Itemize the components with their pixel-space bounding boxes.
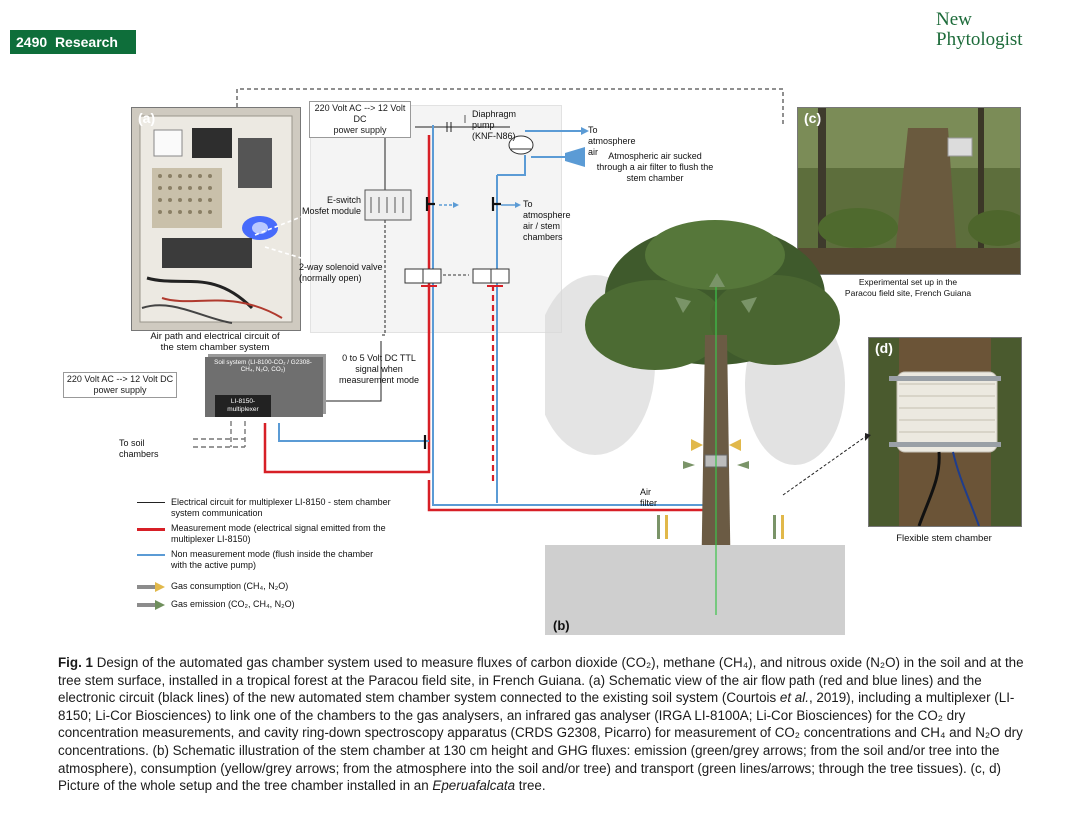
pump-label: Diaphragm pump (KNF-N86): [472, 109, 517, 141]
journal-logo-line1: New: [936, 9, 972, 30]
tree-illustration: [545, 220, 845, 635]
schematic-lines: [193, 88, 871, 512]
journal-logo: New Phytologist: [936, 10, 1023, 50]
multiplexer-box: LI-8150- multiplexer: [215, 395, 271, 417]
panel-d-caption: Flexible stem chamber: [896, 533, 992, 544]
legend-text-consumption: Gas consumption (CH₄, N₂O): [171, 581, 289, 591]
psu-left-line2: power supply: [93, 385, 147, 395]
legend-text-flush: Non measurement mode (flush inside the c…: [171, 549, 373, 571]
legend-electrical-line2: system communication: [171, 508, 263, 518]
atm-sucked-line3: stem chamber: [626, 173, 684, 183]
caption-species: Eperuafalcata: [432, 778, 516, 794]
legend-text-measurement: Measurement mode (electrical signal emit…: [171, 523, 386, 545]
panel-c-caption-line1: Experimental set up in the: [858, 277, 958, 287]
legend: Electrical circuit for multiplexer LI-81…: [137, 497, 457, 617]
legend-flush-line1: Non measurement mode (flush inside the c…: [171, 549, 374, 559]
legend-measurement-line1: Measurement mode (electrical signal emit…: [171, 523, 386, 533]
solenoid-line2: (normally open): [299, 273, 362, 283]
journal-logo-line2: Phytologist: [936, 29, 1023, 50]
eswitch-line2: Mosfet module: [301, 206, 361, 216]
to-atmosphere-stem-label: To atmosphere air / stem chambers: [523, 199, 571, 242]
multiplexer-line2: multiplexer: [227, 406, 259, 413]
psu-top-line1: 220 Volt AC --> 12 Volt DC: [314, 103, 406, 124]
caption-part3: tree.: [515, 778, 546, 794]
panel-a-caption-line1: Air path and electrical circuit of: [150, 331, 280, 342]
multiplexer-line1: LI-8150-: [230, 398, 256, 405]
legend-item-consumption: Gas consumption (CH₄, N₂O): [137, 581, 457, 599]
psu-top-line2: power supply: [333, 125, 387, 135]
atmospheric-air-sucked-label: Atmospheric air sucked through a air fil…: [585, 151, 725, 184]
legend-measurement-line2: multiplexer LI-8150): [171, 534, 251, 544]
panel-a-caption: Air path and electrical circuit of the s…: [115, 331, 315, 353]
legend-text-electrical: Electrical circuit for multiplexer LI-81…: [171, 497, 391, 519]
to-soil-chambers-label: To soil chambers: [119, 438, 159, 459]
caption-fig-label: Fig. 1: [58, 655, 93, 670]
ttl-signal-label: 0 to 5 Volt DC TTL signal when measureme…: [327, 353, 431, 386]
atm-sucked-line2: through a air filter to flush the: [596, 162, 714, 172]
panel-d-label: (d): [875, 340, 893, 356]
legend-item-flush: Non measurement mode (flush inside the c…: [137, 549, 457, 581]
page-number: 2490: [16, 34, 48, 50]
stem-chamber-photo: [869, 338, 1021, 526]
caption-part2: , 2019), including a multiplexer (LI-815…: [58, 690, 1023, 794]
soil-system-label: Soil system (LI-8100-CO₂ / G2308-CH₄, N₂…: [214, 359, 312, 373]
legend-flush-line2: with the active pump): [171, 560, 257, 570]
soil-system-box: Soil system (LI-8100-CO₂ / G2308-CH₄, N₂…: [205, 357, 323, 417]
eswitch-label: E-switch Mosfet module: [295, 195, 361, 217]
legend-text-emission: Gas emission (CO₂, CH₄, N₂O): [171, 599, 295, 609]
legend-item-electrical: Electrical circuit for multiplexer LI-81…: [137, 497, 457, 523]
psu-left-box: 220 Volt AC --> 12 Volt DC power supply: [63, 372, 177, 398]
solenoid-valve-label: 2-way solenoid valve (normally open): [299, 262, 403, 284]
field-site-photo: [798, 108, 1020, 274]
psu-top-box: 220 Volt AC --> 12 Volt DC power supply: [309, 101, 411, 138]
ttl-line3: measurement mode: [338, 375, 420, 385]
panel-c-caption: Experimental set up in the Paracou field…: [797, 277, 1019, 299]
legend-swatch-red: [137, 528, 165, 531]
photo-panel-a: (a): [131, 107, 301, 331]
legend-electrical-line1: Electrical circuit for multiplexer LI-81…: [171, 497, 391, 507]
panel-c-caption-line2: Paracou field site, French Guiana: [844, 288, 972, 298]
photo-panel-c: (c): [797, 107, 1021, 275]
ttl-line2: signal when: [355, 364, 403, 374]
caption-etal: et al.: [779, 690, 809, 706]
eswitch-line1: E-switch: [326, 195, 361, 205]
atm-sucked-line1: Atmospheric air sucked: [608, 151, 702, 161]
legend-swatch-black: [137, 502, 165, 503]
panel-c-label: (c): [804, 110, 822, 126]
figure-caption: Fig. 1 Design of the automated gas chamb…: [58, 654, 1024, 795]
photo-panel-d: (d): [868, 337, 1022, 527]
ttl-line1: 0 to 5 Volt DC TTL: [342, 353, 416, 363]
section-name: Research: [54, 34, 118, 50]
page-header-badge: 2490 Research: [10, 30, 136, 54]
gas-flux-arrows: [657, 273, 784, 539]
air-filter-label: Air filter: [640, 487, 658, 508]
panel-a-label: (a): [138, 110, 156, 126]
legend-item-measurement: Measurement mode (electrical signal emit…: [137, 523, 457, 549]
emission-arrow-icon: [137, 600, 165, 610]
solenoid-line1: 2-way solenoid valve: [299, 262, 383, 272]
caption-part1: Design of the automated gas chamber syst…: [58, 655, 1024, 706]
panel-b-label: (b): [553, 618, 570, 633]
legend-swatch-blue: [137, 554, 165, 556]
to-atmosphere-air-label: To atmosphere air: [588, 125, 636, 157]
consumption-arrow-icon: [137, 582, 165, 592]
psu-left-line1: 220 Volt AC --> 12 Volt DC: [66, 374, 174, 384]
electrical-box-photo: [132, 108, 300, 330]
panel-a-caption-line2: the stem chamber system: [160, 342, 270, 353]
legend-item-emission: Gas emission (CO₂, CH₄, N₂O): [137, 599, 457, 617]
